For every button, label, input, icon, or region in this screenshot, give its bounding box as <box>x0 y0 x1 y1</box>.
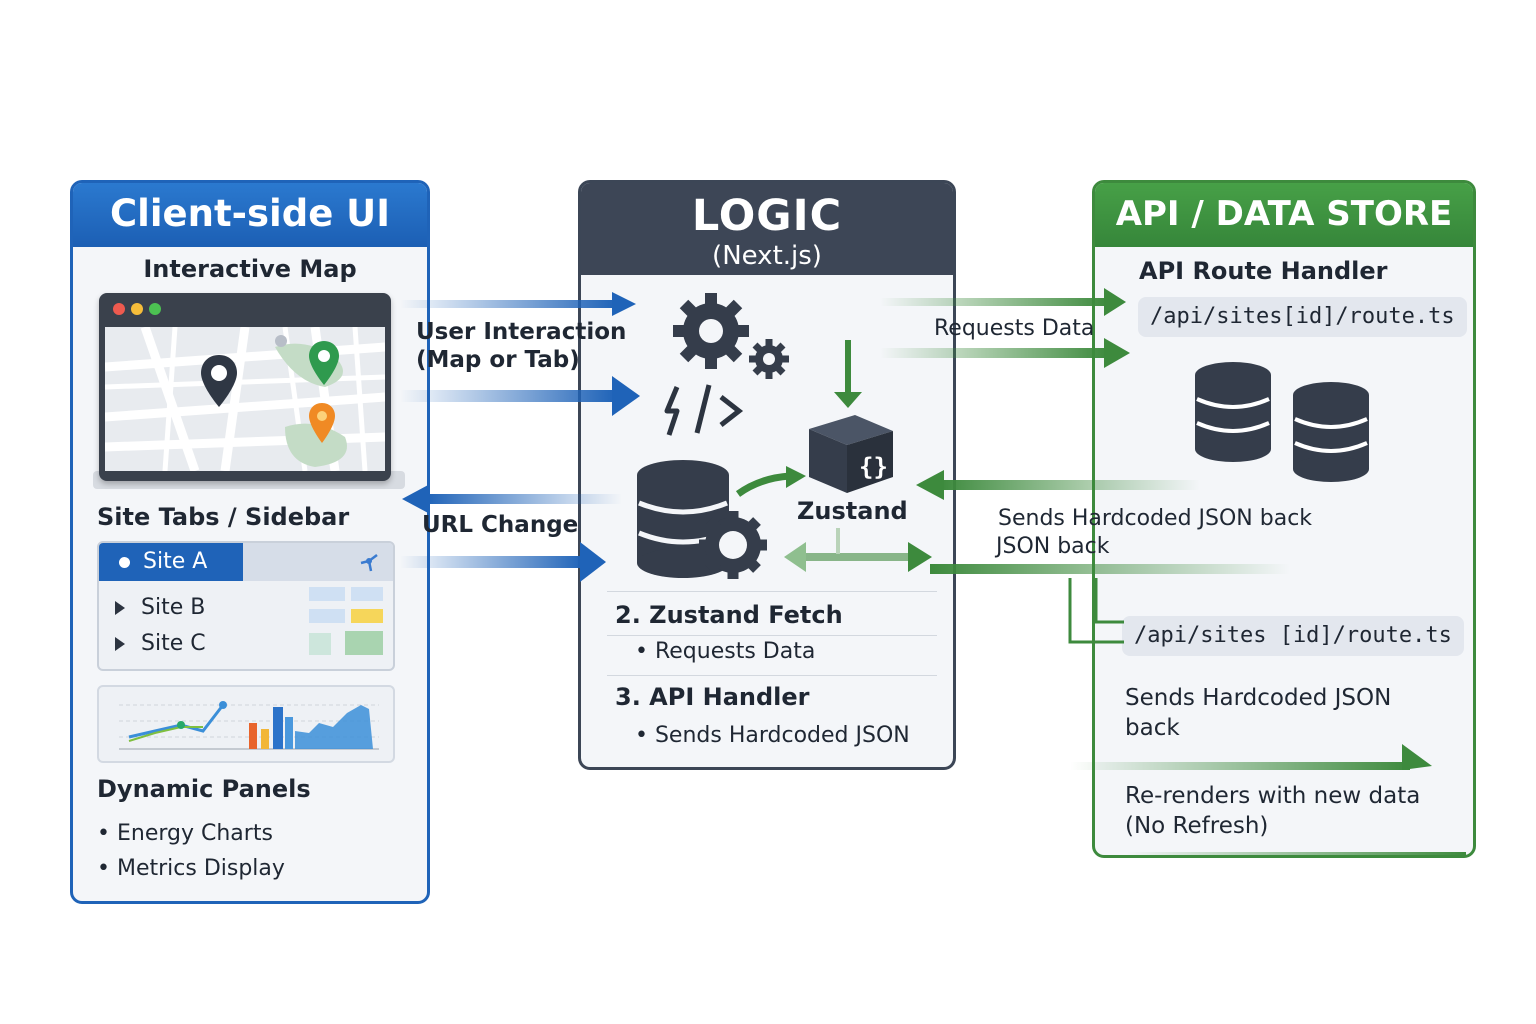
window-maximize-dot <box>149 303 161 315</box>
api-route-path-2[interactable]: /api/sites [id]/route.ts <box>1122 616 1464 656</box>
expand-site-b-icon[interactable] <box>115 601 125 615</box>
logic-panel-subtitle: (Next.js) <box>712 241 822 271</box>
logic-panel-title: LOGIC <box>691 191 843 241</box>
window-minimize-dot <box>131 303 143 315</box>
dynamic-panels-title: Dynamic Panels <box>97 775 311 803</box>
panel-item-energy-charts: • Energy Charts <box>97 821 273 846</box>
expand-site-c-icon[interactable] <box>115 637 125 651</box>
url-change-label: URL Change <box>422 512 579 538</box>
interactive-map[interactable] <box>99 293 391 481</box>
code-icon <box>664 384 744 436</box>
url-change-arrow-forward <box>400 542 606 582</box>
mini-panel-block <box>345 631 383 655</box>
api-route-path-1[interactable]: /api/sites[id]/route.ts <box>1138 297 1467 337</box>
client-panel-title: Client-side UI <box>73 183 427 247</box>
requests-data-label: Requests Data <box>934 316 1095 341</box>
dark-location-pin-icon[interactable] <box>199 353 239 409</box>
map-graphic <box>105 327 385 471</box>
step-zustand-fetch: 2. Zustand Fetch <box>615 601 843 629</box>
re-renders-label: Re-renders with new data (No Refresh) <box>1125 783 1421 839</box>
svg-text:{}: {} <box>859 453 888 481</box>
network-icon <box>360 554 378 572</box>
api-panel-title: API / DATA STORE <box>1095 183 1473 247</box>
logic-panel: LOGIC (Next.js) <box>578 180 956 770</box>
sends-hardcoded-json-back-label: Sends Hardcoded JSON back <box>1125 685 1399 741</box>
mini-panel-block <box>309 609 345 623</box>
green-location-pin-icon[interactable] <box>307 339 341 387</box>
energy-chart-thumbnail <box>97 685 395 763</box>
divider <box>607 675 937 676</box>
step-sends-hardcoded-json: • Sends Hardcoded JSON <box>635 723 910 748</box>
user-interaction-label: User Interaction (Map or Tab) <box>416 319 627 373</box>
active-tab-dot-icon <box>119 557 130 568</box>
site-tabs-sidebar: Site A Site B Site C <box>97 541 395 671</box>
tab-site-c[interactable]: Site C <box>141 631 206 656</box>
step-api-handler: 3. API Handler <box>615 683 810 711</box>
mini-panel-block <box>309 633 331 655</box>
json-back-label: JSON back <box>996 534 1110 559</box>
step-requests-data: • Requests Data <box>635 639 816 664</box>
logic-panel-header: LOGIC (Next.js) <box>581 183 953 275</box>
panel-item-metrics-display: • Metrics Display <box>97 856 285 881</box>
sends-json-back-label: Sends Hardcoded JSON back <box>998 506 1313 531</box>
zustand-store-cube-icon: {} <box>809 415 893 493</box>
database-settings-icon <box>637 460 767 579</box>
interactive-map-title: Interactive Map <box>143 255 357 283</box>
mini-panel-block <box>309 587 345 601</box>
tab-site-b[interactable]: Site B <box>141 595 206 620</box>
gears-icon <box>673 293 789 379</box>
zustand-label: Zustand <box>797 497 908 525</box>
window-close-dot <box>113 303 125 315</box>
mini-chart-graphic <box>119 701 379 750</box>
api-route-handler-title: API Route Handler <box>1139 257 1388 285</box>
client-panel: Client-side UI Interactive Map Site Tabs… <box>70 180 430 904</box>
database-icon <box>1195 362 1369 482</box>
divider <box>607 591 937 592</box>
mini-panel-block <box>351 609 383 623</box>
mini-panel-block <box>351 587 383 601</box>
divider <box>607 635 937 636</box>
orange-location-pin-icon[interactable] <box>307 401 337 445</box>
site-tabs-title: Site Tabs / Sidebar <box>97 503 350 531</box>
